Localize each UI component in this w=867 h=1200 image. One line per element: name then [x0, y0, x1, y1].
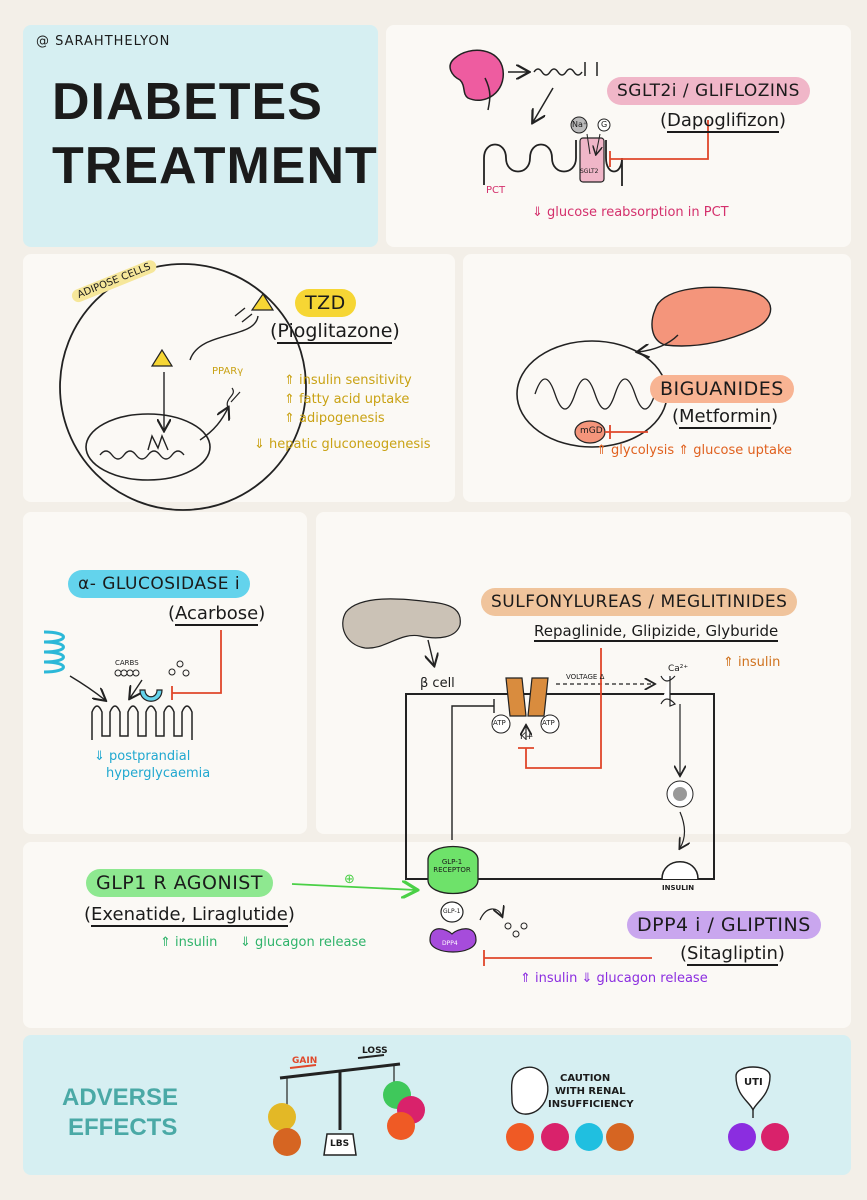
liver-icon: [651, 286, 772, 347]
intestine-icon: [43, 630, 65, 674]
sulfonylureas-drug-names: Repaglinide, Glipizide, Glyburide: [534, 622, 779, 642]
dpp4-class-label: DPP4 i / GLIPTINS: [627, 911, 821, 939]
voltage-label: VOLTAGE Δ: [566, 673, 605, 681]
glp1-ligand-label: GLP-1: [443, 908, 461, 915]
title-panel: [23, 25, 378, 247]
glp1-effect-glucagon: ⇓ glucagon release: [240, 935, 367, 950]
pancreas-icon: [342, 598, 461, 649]
pct-label: PCT: [486, 185, 506, 196]
tzd-effect-3: ⇑ adipogenesis: [284, 411, 385, 426]
effect-dot: [728, 1123, 756, 1151]
atp-label-right: ATP: [542, 719, 555, 727]
sglt2-class-label: SGLT2i / GLIFLOZINS: [607, 77, 810, 105]
renal-caution-2: WITH RENAL: [555, 1086, 626, 1097]
sulfonylureas-effect: ⇑ insulin: [723, 655, 781, 670]
tzd-effect-4: ⇓ hepatic gluconeogenesis: [254, 437, 431, 452]
adverse-title-1: ADVERSE: [62, 1084, 179, 1111]
adipose-cell: [59, 263, 307, 511]
dpp4-drug: (Sitagliptin): [680, 943, 785, 966]
biguanides-effect: ⇑ glycolysis ⇑ glucose uptake: [596, 443, 793, 458]
effect-dot: [387, 1112, 415, 1140]
uti-label: UTI: [744, 1077, 763, 1088]
transporter-label: SGLT2: [580, 168, 599, 175]
adverse-effects-panel: [23, 1035, 851, 1175]
atp-label-left: ATP: [493, 719, 506, 727]
glp1-receptor: [427, 845, 479, 895]
loss-label: LOSS: [362, 1046, 388, 1056]
glp1-effect-insulin: ⇑ insulin: [160, 935, 218, 950]
katp-channel: [505, 677, 549, 717]
glp1-class-label: GLP1 R AGONIST: [86, 869, 273, 897]
sodium-label: Na⁺: [572, 120, 588, 129]
lbs-label: LBS: [330, 1139, 350, 1149]
tzd-class-label: TZD: [295, 289, 356, 317]
nucleus: [85, 413, 211, 481]
beta-cell-label: β cell: [420, 676, 455, 691]
dpp4-effect: ⇑ insulin ⇓ glucagon release: [520, 971, 708, 986]
weight-scale-icon: [279, 1054, 401, 1156]
alpha-effect-1: ⇓ postprandial: [94, 749, 191, 764]
alpha-effect-2: hyperglycaemia: [106, 766, 211, 781]
tzd-drug-name: Pioglitazone: [277, 320, 393, 344]
renal-caution-1: CAUTION: [560, 1073, 611, 1084]
tzd-effect-2: ⇑ fatty acid uptake: [284, 392, 410, 407]
sulfonylureas-drugs: Repaglinide, Glipizide, Glyburide: [534, 622, 779, 642]
mgd-label: mGD: [580, 426, 603, 436]
glucosidase-enzyme: [139, 689, 163, 702]
carbs-label: CARBS: [115, 659, 139, 667]
sglt2-drug-name: Dapoglifizon: [667, 110, 779, 133]
tzd-effect-1: ⇑ insulin sensitivity: [284, 373, 412, 388]
insulin-granule-label: INSULIN: [662, 884, 695, 892]
dpp4-drug-name: Sitagliptin: [687, 943, 778, 966]
drug-triangle-icon: [250, 292, 275, 311]
proximal-tubule: [483, 140, 623, 186]
effect-dot: [273, 1128, 301, 1156]
effect-dot: [761, 1123, 789, 1151]
alpha-glucosidase-panel: [23, 512, 307, 834]
renal-caution-3: INSUFFICIENCY: [548, 1099, 634, 1110]
glucose-label: G: [601, 120, 608, 129]
page-title-line2: TREATMENT: [52, 137, 378, 195]
biguanides-drug-name: Metformin: [679, 406, 772, 429]
dpp4-enzyme-label: DPP4: [442, 940, 458, 947]
page-title-line1: DIABETES: [52, 73, 323, 131]
kidney-face-icon: [510, 1066, 549, 1115]
biguanides-class-label: BIGUANIDES: [650, 375, 794, 403]
gain-label: GAIN: [292, 1056, 318, 1066]
glp1-drug-names: Exenatide, Liraglutide: [91, 904, 288, 927]
adverse-title-2: EFFECTS: [68, 1114, 178, 1141]
tzd-drug: (Pioglitazone): [270, 320, 400, 344]
potassium-label: K+: [520, 732, 534, 742]
dpp4-enzyme: [429, 928, 477, 953]
sglt2-transporter: [579, 137, 605, 183]
bladder-icon: [735, 1066, 771, 1118]
ppar-label: PPARγ: [212, 366, 244, 377]
kidney-icon: [449, 49, 504, 111]
effect-dot: [541, 1123, 569, 1151]
beta-cell: [405, 693, 715, 880]
sulfonylureas-class-label: SULFONYLUREAS / MEGLITINIDES: [481, 588, 798, 616]
effect-dot: [506, 1123, 534, 1151]
alpha-glucosidase-class-label: α- GLUCOSIDASE i: [68, 570, 251, 598]
alpha-glucosidase-drug-name: Acarbose: [175, 603, 259, 626]
drug-triangle-icon: [150, 348, 174, 367]
glp1-ligand: [440, 901, 464, 923]
glp1-drugs: (Exenatide, Liraglutide): [84, 904, 295, 927]
credit-label: @ SARAHTHELYON: [36, 34, 171, 49]
glp1-receptor-label: GLP-1 RECEPTOR: [433, 858, 471, 874]
calcium-label: Ca²⁺: [668, 664, 689, 674]
sglt2-effect: ⇓ glucose reabsorption in PCT: [532, 205, 729, 220]
alpha-glucosidase-drug: (Acarbose): [168, 603, 266, 626]
effect-dot: [606, 1123, 634, 1151]
biguanides-drug: (Metformin): [672, 406, 779, 429]
effect-dot: [575, 1123, 603, 1151]
effect-dot: [268, 1103, 296, 1131]
stimulation-plus-icon: ⊕: [344, 872, 355, 887]
sglt2-drug: (Dapoglifizon): [660, 110, 787, 133]
